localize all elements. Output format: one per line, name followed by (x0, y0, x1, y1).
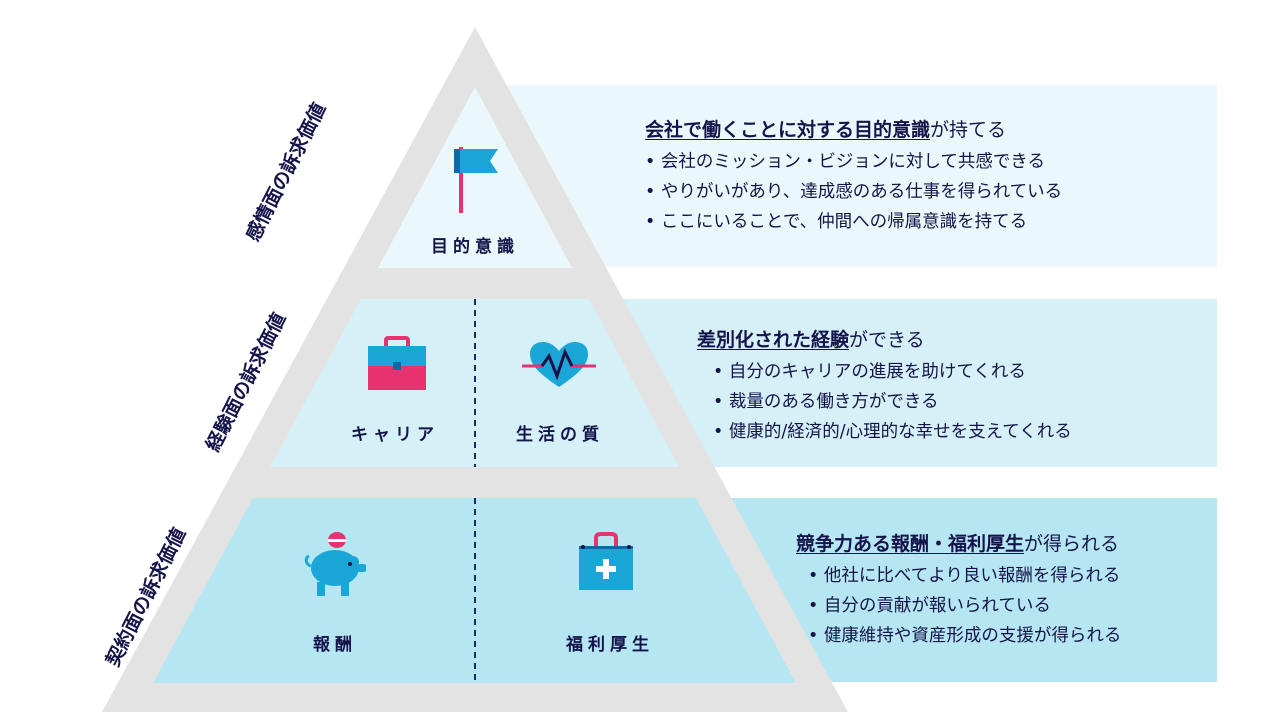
description-top-heading-rest: が持てる (930, 119, 1007, 141)
list-item: 裁量のある働き方ができる (713, 387, 1072, 417)
list-item: 健康的/経済的/心理的な幸せを支えてくれる (713, 417, 1072, 447)
list-item: 他社に比べてより良い報酬を得られる (808, 561, 1121, 591)
description-middle-heading-strong: 差別化された経験 (697, 329, 850, 351)
description-bottom: 競争力ある報酬・福利厚生が得られる 他社に比べてより良い報酬を得られる 自分の貢… (796, 531, 1121, 651)
list-item: ここにいることで、仲間への帰属意識を持てる (645, 207, 1062, 237)
description-middle-heading: 差別化された経験ができる (697, 327, 1072, 353)
list-item: 健康維持や資産形成の支援が得られる (808, 621, 1122, 651)
piggy-bank-icon (304, 532, 366, 596)
description-middle: 差別化された経験ができる 自分のキャリアの進展を助けてくれる 裁量のある働き方が… (697, 327, 1072, 447)
description-bottom-heading-rest: が得られる (1024, 533, 1120, 555)
tier-middle-area (270, 299, 679, 467)
list-item: 自分の貢献が報いられている (808, 591, 1121, 621)
list-item: 会社のミッション・ビジョンに対して共感できる (645, 147, 1062, 177)
flag-icon (454, 147, 498, 213)
description-bottom-bullets: 他社に比べてより良い報酬を得られる 自分の貢献が報いられている 健康維持や資産形… (808, 561, 1122, 651)
description-top-bullets: 会社のミッション・ビジョンに対して共感できる やりがいがあり、達成感のある仕事を… (645, 147, 1062, 237)
description-top-heading-strong: 会社で働くことに対する目的意識 (645, 119, 931, 141)
tier-top-area (378, 87, 572, 268)
tier-label-career: キャリア (351, 425, 439, 445)
list-item: やりがいがあり、達成感のある仕事を得られている (645, 177, 1062, 207)
tier-label-quality-of-life: 生活の質 (516, 425, 604, 445)
tier-label-purpose: 目的意識 (431, 237, 519, 257)
description-top: 会社で働くことに対する目的意識が持てる 会社のミッション・ビジョンに対して共感で… (645, 117, 1062, 237)
description-top-heading: 会社で働くことに対する目的意識が持てる (645, 117, 1062, 143)
list-item: 自分のキャリアの進展を助けてくれる (713, 357, 1072, 387)
tier-label-benefits: 福利厚生 (566, 635, 654, 655)
medical-bag-icon (579, 532, 633, 590)
description-bottom-heading-strong: 競争力ある報酬・福利厚生 (796, 533, 1025, 555)
heart-pulse-icon (522, 342, 596, 387)
description-bottom-heading: 競争力ある報酬・福利厚生が得られる (796, 531, 1121, 557)
briefcase-icon (368, 336, 426, 390)
tier-label-compensation: 報酬 (313, 635, 357, 655)
description-middle-bullets: 自分のキャリアの進展を助けてくれる 裁量のある働き方ができる 健康的/経済的/心… (713, 357, 1072, 447)
description-middle-heading-rest: ができる (849, 329, 925, 351)
